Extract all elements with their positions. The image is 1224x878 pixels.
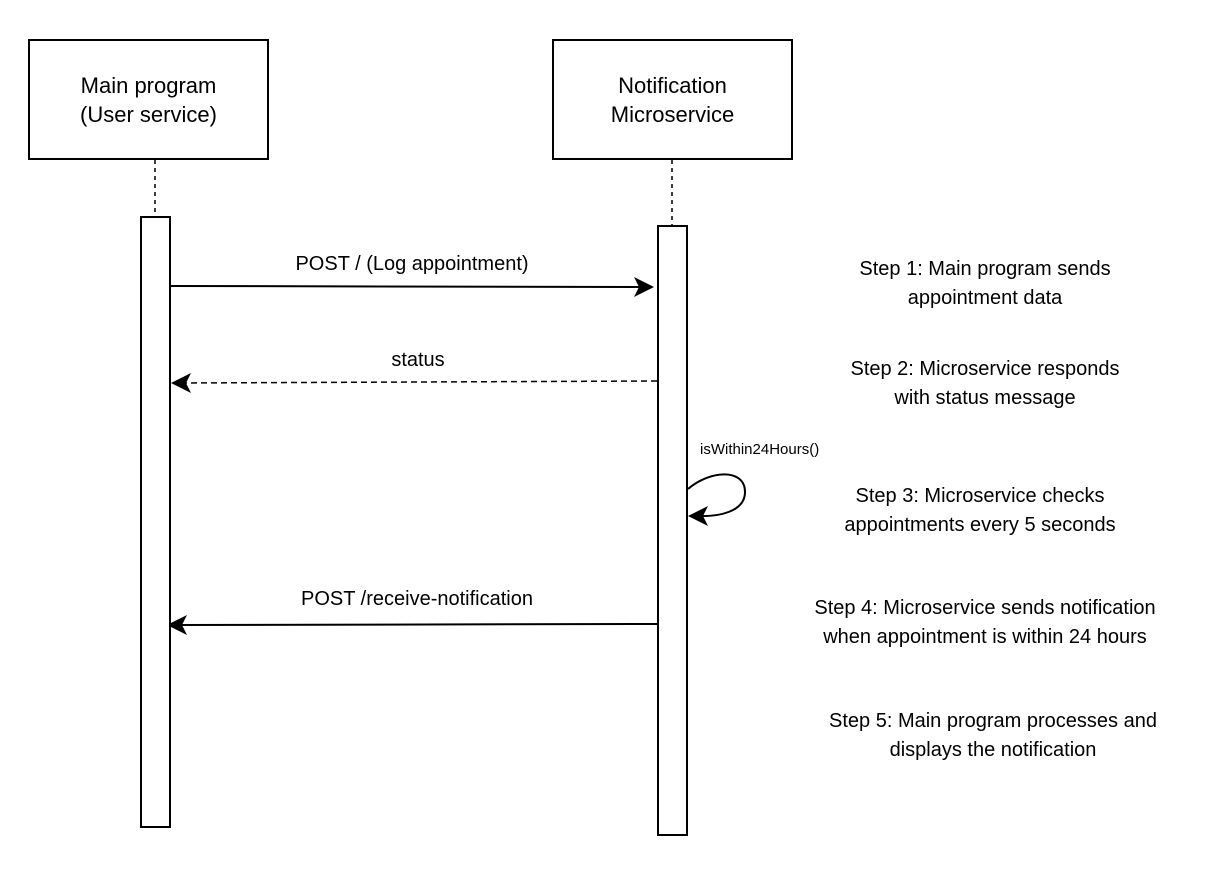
message-label-log-appointment: POST / (Log appointment) (295, 253, 529, 275)
participant-notification-line1: Notification (618, 72, 727, 98)
step-2-line1: Step 2: Microservice responds (850, 358, 1120, 380)
arrowhead-status (171, 373, 191, 393)
step-4-line1: Step 4: Microservice sends notification (814, 597, 1156, 619)
step-note-2: Step 2: Microservice responds with statu… (780, 355, 1190, 413)
arrowhead-receive-notification (167, 615, 187, 635)
step-1-line1: Step 1: Main program sends (859, 258, 1111, 280)
step-4-line2: when appointment is within 24 hours (823, 626, 1147, 648)
step-note-3: Step 3: Microservice checks appointments… (775, 482, 1185, 540)
step-3-line2: appointments every 5 seconds (844, 514, 1116, 536)
participant-notification-line2: Microservice (610, 101, 735, 127)
step-2-line2: with status message (894, 387, 1076, 409)
step-5-line2: displays the notification (889, 739, 1097, 761)
step-note-1: Step 1: Main program sends appointment d… (780, 255, 1190, 313)
step-5-line1: Step 5: Main program processes and (829, 710, 1157, 732)
arrowhead-log-appointment (634, 277, 654, 297)
arrow-receive-notification (177, 623, 658, 626)
arrow-status (181, 380, 658, 384)
message-label-status: status (391, 349, 445, 371)
activation-bar-notification (657, 225, 688, 836)
step-3-line1: Step 3: Microservice checks (855, 485, 1105, 507)
participant-main-line1: Main program (80, 72, 217, 98)
step-note-5: Step 5: Main program processes and displ… (788, 707, 1198, 765)
activation-bar-main (140, 216, 171, 828)
participant-main-line2: (User service) (80, 101, 217, 127)
message-label-receive-notification: POST /receive-notification (301, 588, 533, 610)
arrow-self-call (687, 473, 747, 518)
arrowhead-self-call (688, 506, 708, 526)
participant-notification-microservice: Notification Microservice (552, 39, 793, 160)
message-label-self-call: isWithin24Hours() (700, 441, 820, 458)
step-1-line2: appointment data (907, 287, 1063, 309)
step-note-4: Step 4: Microservice sends notification … (775, 594, 1195, 652)
arrow-log-appointment (169, 285, 645, 288)
participant-main-program: Main program (User service) (28, 39, 269, 160)
